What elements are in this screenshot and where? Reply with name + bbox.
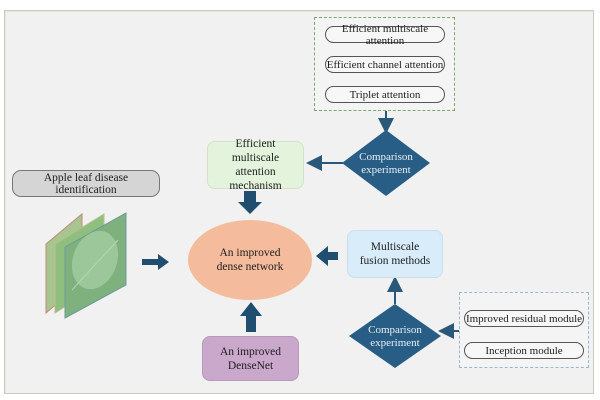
block-arrow-image-right [142,254,169,270]
central-node-ellipse: An improved dense network [188,220,312,300]
candidate-triplet-attention: Triplet attention [325,86,445,103]
fusion-methods-box: Multiscale fusion methods [347,230,443,278]
candidate-efficient-multiscale-attention: Efficient multiscale attention [325,23,445,47]
candidate-efficient-channel-attention: Efficient channel attention [325,56,445,73]
task-label-box: Apple leaf disease identification [12,170,160,197]
comparison-diamond-top [342,130,430,196]
comparison-experiment-bottom-label: Comparison experiment [368,324,422,349]
comparison-diamond-bottom [349,304,441,368]
candidate-improved-residual-module: Improved residual module [464,310,584,327]
backbone-box: An improved DenseNet [202,336,299,381]
leaf-image-stack [45,212,127,319]
comparison-experiment-top-label: Comparison experiment [359,151,413,176]
attention-mechanism-box: Efficient multiscale attention mechanism [207,138,304,192]
block-arrow-densenet-up [240,302,262,332]
block-arrow-fusion-left [316,246,338,266]
candidate-inception-module: Inception module [464,342,584,359]
central-node-label: An improved dense network [216,247,284,273]
block-arrow-attention-down [238,191,262,214]
